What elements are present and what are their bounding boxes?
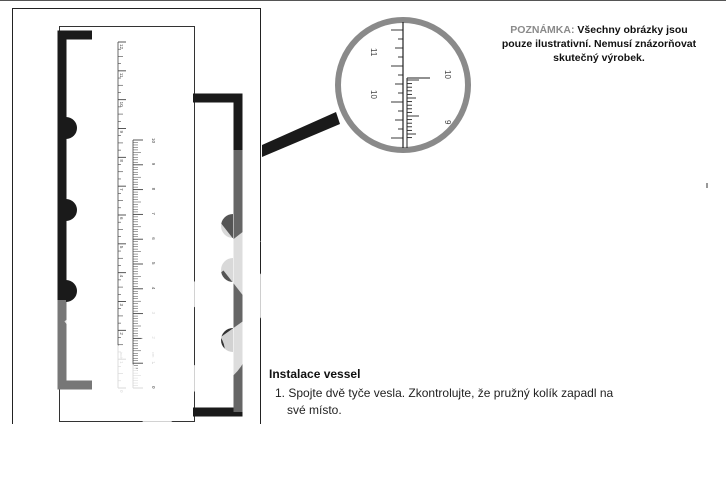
ruler-tick-label: 7 (119, 188, 124, 191)
top-rule (0, 0, 726, 1)
step-1-line-2: své místo. (287, 403, 342, 417)
ruler-tick-label: 9 (151, 163, 156, 166)
right-bracket (193, 93, 243, 417)
bracket-knob (66, 199, 77, 221)
ruler-tick-label: 4 (151, 287, 156, 290)
ruler-tick-label: 10 (119, 102, 124, 108)
ruler-tick-label: 2 (119, 332, 124, 335)
step-1: 1. Spojte dvě tyče vesla. Zkontrolujte, … (275, 385, 715, 419)
ruler-tick-label: 5 (119, 246, 124, 249)
ruler-tick-label: 10 (151, 138, 156, 144)
magnifier-outer-label: 10 (369, 90, 378, 99)
ruler-tick-label: 1 (119, 361, 124, 364)
ruler-tick-label: 12 (119, 44, 124, 50)
ruler-tick-label: 4 (119, 275, 124, 278)
ruler-tick-label: 5 (151, 262, 156, 265)
ruler-tick-label: 6 (119, 217, 124, 220)
step-1-line-1: 1. Spojte dvě tyče vesla. Zkontrolujte, … (275, 386, 614, 400)
ruler-tick-label: inch (119, 352, 124, 359)
ruler-tick-label: 7 (151, 212, 156, 215)
ruler-tick-label: 9 (119, 131, 124, 134)
bracket-knob (221, 258, 233, 282)
ruler-tick-label: 3 (151, 312, 156, 315)
ruler-tick-label: 0 (119, 390, 124, 393)
magnifier: 11 10 10 9 (335, 17, 471, 153)
ruler-tick-label: 0 (151, 386, 156, 389)
bracket-knob (66, 280, 77, 302)
bracket-knob (66, 117, 77, 139)
ruler-tick-label: 8 (151, 188, 156, 191)
note-box: POZNÁMKA: Všechny obrázky jsou pouze ilu… (494, 23, 704, 65)
section-title: Instalace vessel (269, 367, 361, 381)
magnifier-outer-label: 11 (369, 48, 378, 57)
ruler-tick-label: 6 (151, 237, 156, 240)
magnifier-inner-label: 9 (443, 120, 452, 125)
bracket-knob (221, 214, 233, 238)
bracket-knob (221, 328, 233, 352)
magnifier-inner-label: 10 (443, 70, 452, 79)
ruler-tick-label: 11 (119, 73, 124, 78)
ruler-tick-label: 3 (119, 304, 124, 307)
left-bracket (57, 30, 92, 390)
ruler-tick-label: 1 (151, 361, 156, 364)
ruler-tick-label: 2 (151, 336, 156, 339)
note-label: POZNÁMKA: (510, 24, 575, 36)
note-text: Všechny obrázky jsou pouze ilustrativní.… (501, 24, 697, 64)
ruler-tick-label: cm (151, 352, 156, 358)
magnifier-pointer (262, 112, 340, 157)
ruler-tick-label: 8 (119, 159, 124, 162)
